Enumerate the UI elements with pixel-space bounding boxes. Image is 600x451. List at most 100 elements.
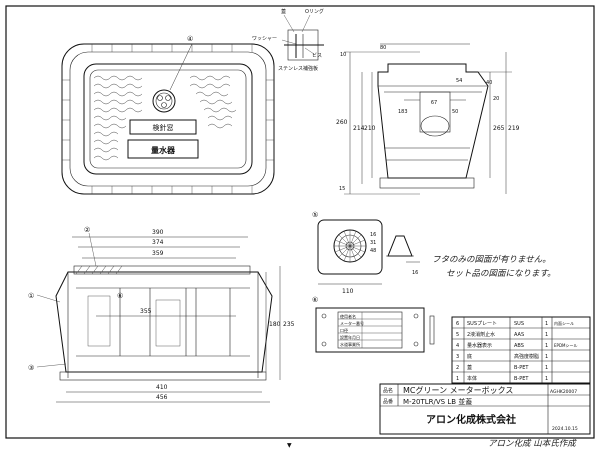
dim-235: 235 — [283, 321, 295, 328]
dim-side-219: 219 — [508, 125, 520, 132]
detail-label-washer: ワッシャー — [252, 36, 277, 42]
part-material: SUS — [514, 321, 524, 327]
plate-line-2: メーター番号 — [340, 320, 364, 326]
meter-plate — [127, 139, 199, 159]
part-qty: 1 — [545, 343, 548, 349]
handwritten-note: フタのみの図面が有りません。 セット品の図面になります。 — [432, 254, 556, 279]
detail-label-oring: Oリング — [305, 8, 324, 15]
part-name: 量水器表示 — [467, 342, 492, 349]
dim-side-67: 67 — [431, 100, 437, 106]
callout-1: ① — [28, 292, 34, 300]
dim-d5-16b: 16 — [412, 270, 418, 276]
callout-3: ③ — [28, 364, 34, 372]
part-no: 5 — [456, 332, 459, 338]
part-note: 内面シール — [554, 320, 574, 326]
callout-6: ⑥ — [312, 296, 318, 304]
drawing-date: 2024.10.15 — [552, 426, 578, 432]
part-name: 底 — [467, 353, 472, 360]
title-block: 品名 MCグリーン メーターボックス 品番 M-20TLR/VS LB 並蓋 ア… — [379, 383, 591, 435]
dim-390: 390 — [152, 229, 164, 236]
detail-6-view: ⑥ 使用者名 メーター番号 口径 設置年月日 水道事業所 — [312, 296, 435, 353]
dim-359: 359 — [152, 250, 164, 257]
label-product-code: 品番 — [383, 398, 393, 405]
part-name: 蓋 — [467, 364, 472, 371]
part-qty: 1 — [545, 354, 548, 360]
sheet-border — [5, 5, 595, 439]
part-material: B-PET — [514, 365, 529, 371]
dim-side-260: 260 — [336, 119, 348, 126]
dim-410: 410 — [156, 384, 168, 391]
part-material: 高強度樹脂 — [514, 353, 539, 360]
fastener-detail: 蓋 Oリング ワッシャー ビス ステンレス補強板 — [252, 8, 324, 72]
dim-side-15: 15 — [339, 186, 345, 192]
part-no: 3 — [456, 354, 459, 360]
side-section-view: 10 260 214 210 15 67 265 219 40 20 80 18… — [336, 43, 520, 195]
dim-355: 355 — [140, 308, 152, 315]
callout-2: ② — [84, 226, 90, 234]
footer-mark: ▼ — [287, 442, 292, 449]
company-name: アロン化成株式会社 — [426, 413, 516, 426]
dim-side-183: 183 — [398, 109, 408, 115]
dim-side-50: 50 — [452, 109, 458, 115]
meter-label: 量水器 — [151, 145, 176, 155]
dim-d5-31: 31 — [370, 240, 376, 246]
part-qty: 1 — [545, 376, 548, 382]
drawing-number: AGHK20007 — [550, 389, 577, 395]
part-note: EPDMシール — [554, 343, 577, 348]
dim-456: 456 — [156, 394, 168, 401]
label-product-name: 品名 — [383, 387, 393, 394]
plate-line-5: 水道事業所 — [340, 341, 360, 347]
dim-d5-16: 16 — [370, 232, 376, 238]
part-no: 2 — [456, 365, 459, 371]
plate-line-1: 使用者名 — [340, 313, 356, 319]
part-material: AAS — [514, 332, 524, 338]
plate-line-3: 口径 — [340, 327, 348, 333]
part-qty: 1 — [545, 332, 548, 338]
dim-180: 180 — [269, 321, 281, 328]
dim-side-214: 214 — [353, 125, 365, 132]
handwritten-signature: アロン化成 山本氏作成 — [488, 438, 577, 449]
detail-5-view: ⑤ 16 31 48 110 16 — [312, 211, 420, 295]
dim-side-80: 80 — [380, 45, 386, 51]
note-line-2: セット品の図面になります。 — [446, 269, 556, 279]
dim-d5-110: 110 — [342, 288, 354, 295]
part-no: 6 — [456, 321, 459, 327]
detail-label-lid: 蓋 — [281, 8, 286, 15]
part-material: ABS — [514, 343, 524, 349]
front-view: 390 374 359 410 456 355 1 — [28, 226, 295, 403]
top-view: ④ 検針窓 量水器 — [61, 35, 275, 195]
callout-5: ⑤ — [312, 211, 318, 219]
dim-side-54: 54 — [456, 78, 462, 84]
part-no: 1 — [456, 376, 459, 382]
part-material: B-PET — [514, 376, 529, 382]
dim-374: 374 — [152, 239, 164, 246]
part-no: 4 — [456, 343, 459, 349]
product-code: M-20TLR/VS LB 並蓋 — [403, 397, 472, 406]
dim-side-210: 210 — [364, 125, 376, 132]
callout-6-front: ⑥ — [117, 292, 123, 300]
inspection-window-label: 検針窓 — [153, 123, 174, 132]
dim-d5-48: 48 — [370, 248, 376, 254]
inspection-window-plate — [129, 119, 197, 135]
dim-side-40: 40 — [486, 80, 492, 86]
dim-side-10: 10 — [340, 52, 346, 58]
name-plate — [315, 307, 425, 353]
part-name: 2液消剤止水 — [467, 331, 495, 338]
lid-pattern — [93, 75, 237, 161]
part-qty: 1 — [545, 365, 548, 371]
parts-table: 6 SUSプレート SUS 1 内面シール 5 2液消剤止水 AAS 1 4 量… — [451, 316, 591, 384]
part-qty: 1 — [545, 321, 548, 327]
detail-label-plate: ステンレス補強板 — [278, 65, 318, 72]
dim-side-265: 265 — [493, 125, 505, 132]
dim-side-20: 20 — [493, 96, 499, 102]
product-name: MCグリーン メーターボックス — [403, 385, 513, 395]
part-name: 本体 — [467, 375, 477, 382]
emblem-icon — [152, 89, 176, 113]
note-line-1: フタのみの図面が有りません。 — [432, 254, 551, 265]
detail-label-screw: ビス — [312, 52, 322, 59]
part-name: SUSプレート — [467, 321, 497, 327]
callout-4: ④ — [187, 35, 193, 43]
plate-line-4: 設置年月日 — [340, 334, 360, 340]
drain-grid-icon — [333, 229, 367, 263]
